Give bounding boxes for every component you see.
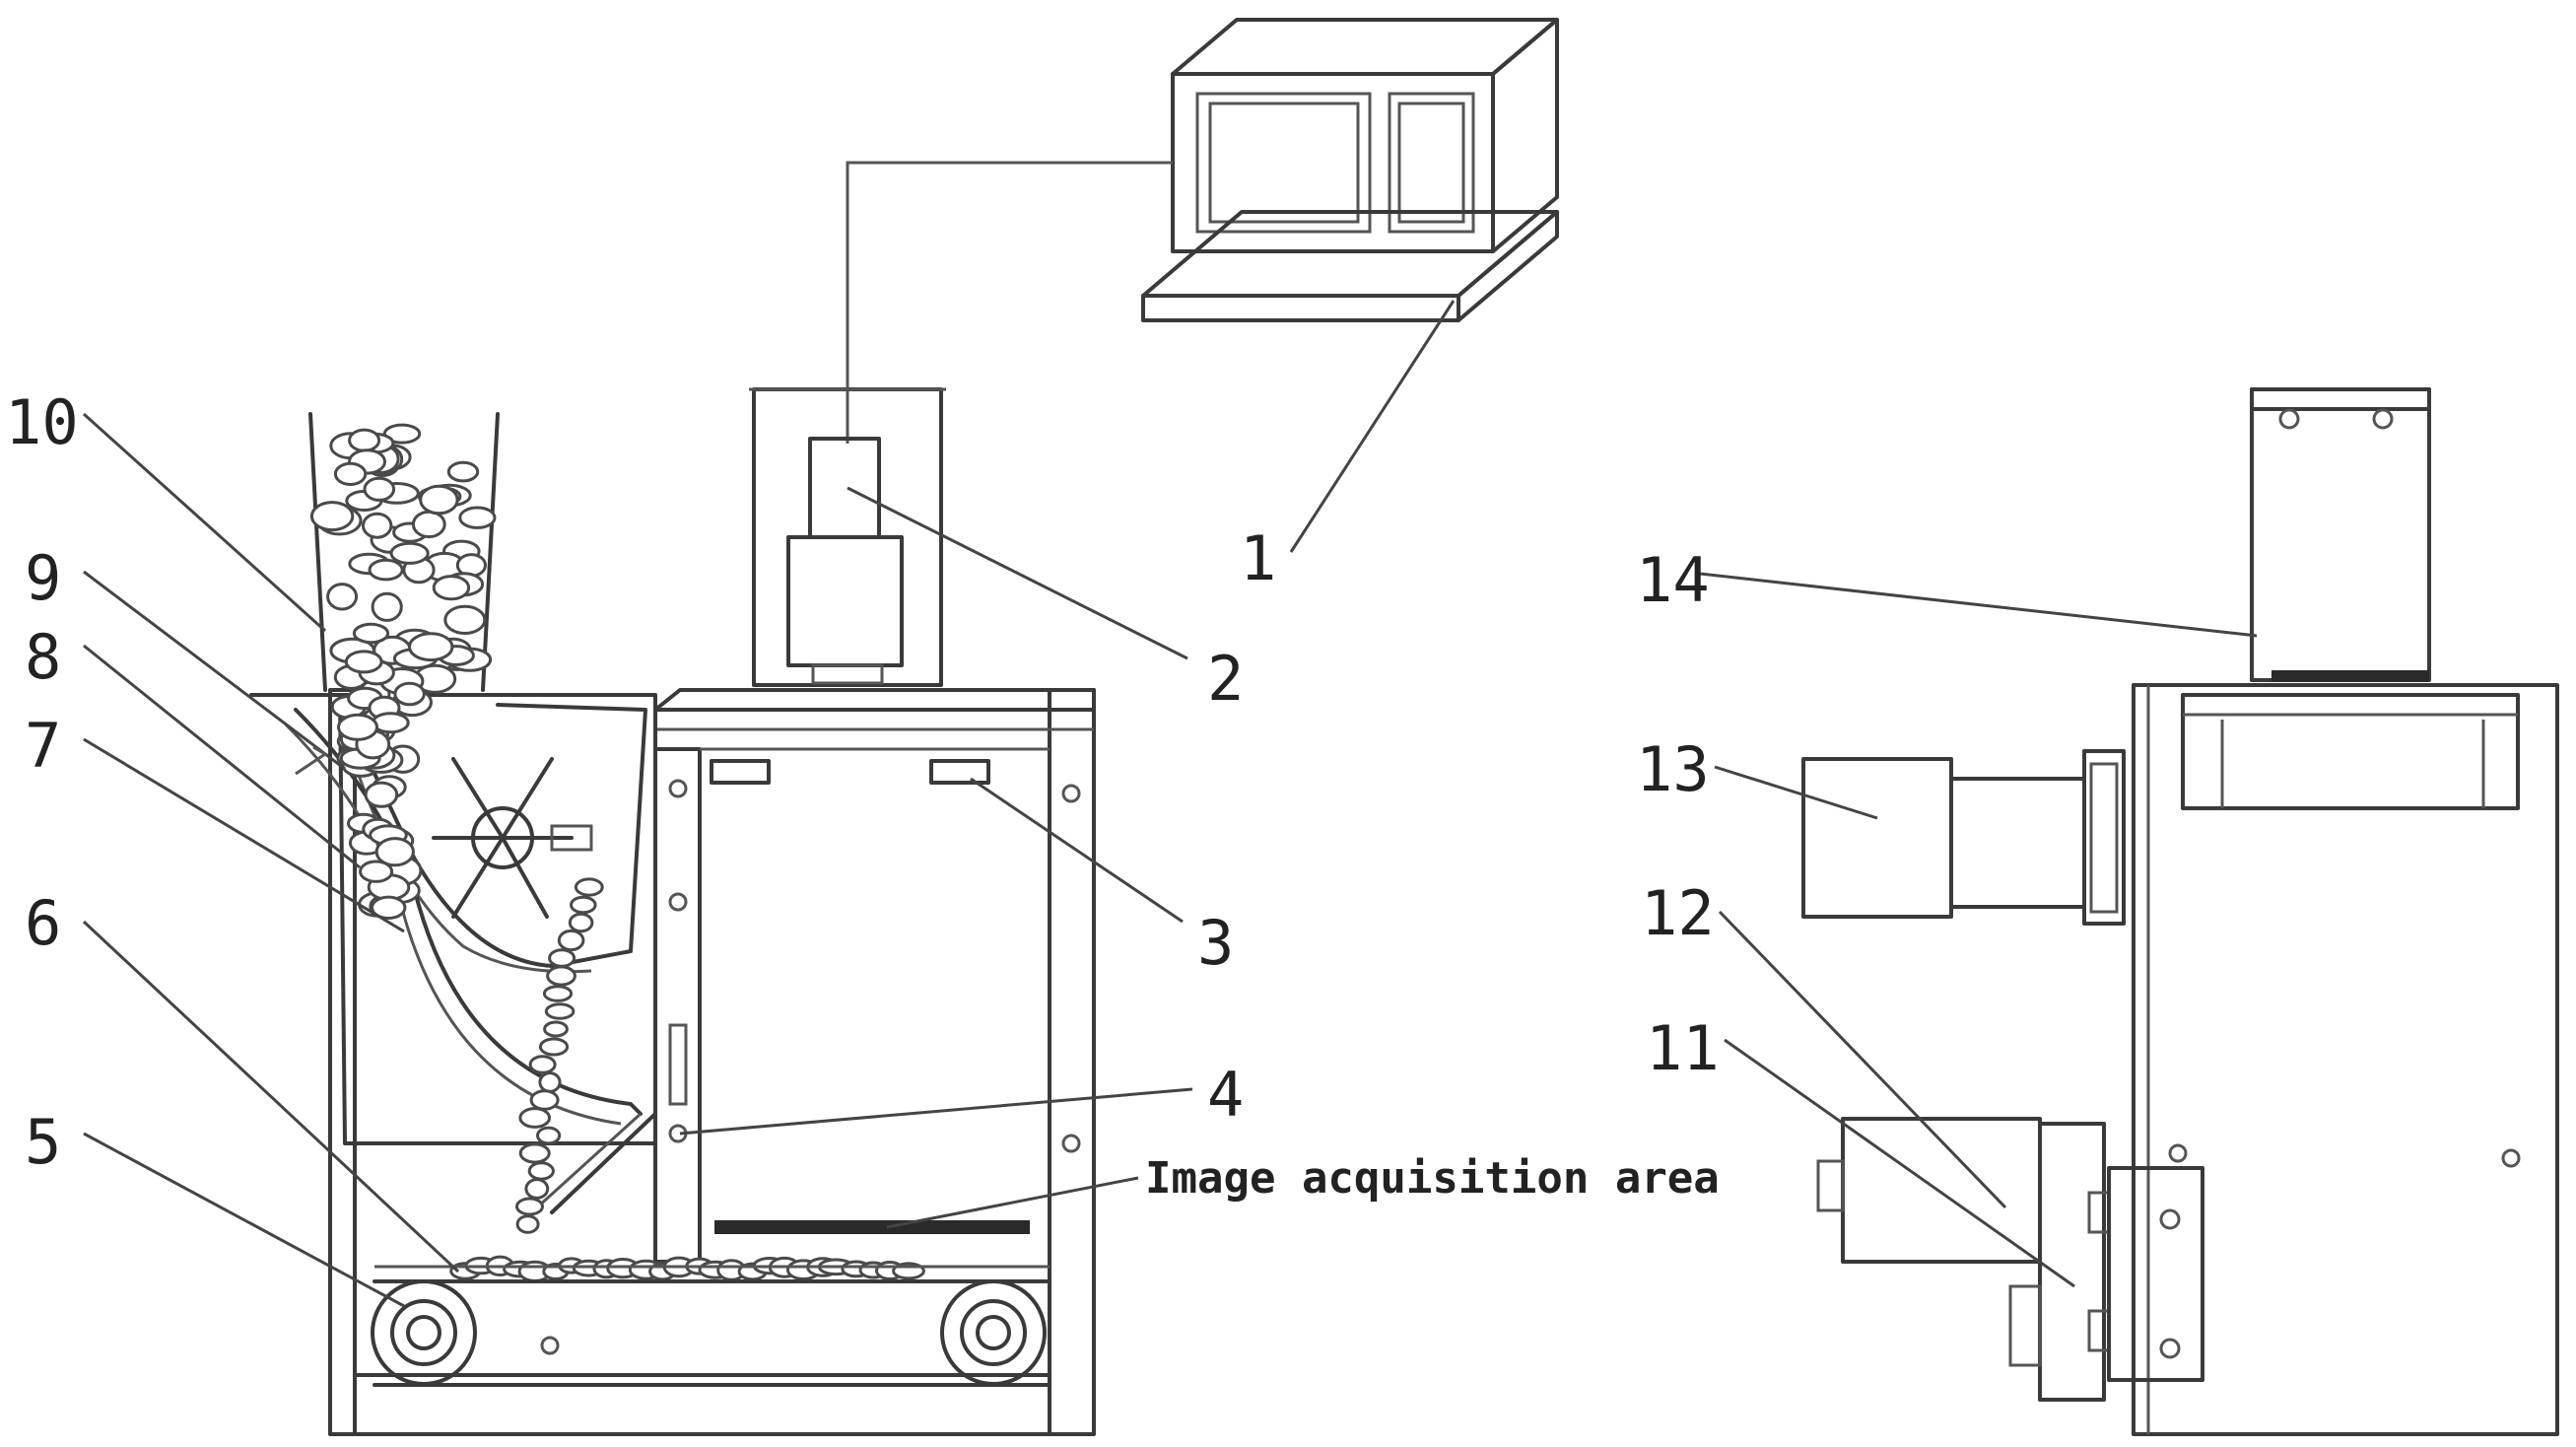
- image-acquisition-bar: [714, 1220, 1030, 1234]
- grain: [363, 476, 396, 502]
- grain: [536, 1126, 562, 1145]
- main-frame: [328, 688, 1096, 1436]
- grain: [408, 632, 454, 662]
- label-2: 2: [1207, 643, 1244, 715]
- grain: [529, 1089, 560, 1111]
- grain: [362, 512, 393, 539]
- image-acquisition-area-label: Image acquisition area: [1145, 1153, 1720, 1204]
- label-7: 7: [25, 710, 61, 782]
- signal-cable: [846, 161, 1173, 444]
- label-3: 3: [1197, 907, 1234, 979]
- label-8: 8: [25, 621, 61, 693]
- grain: [544, 1002, 576, 1020]
- grain: [393, 681, 426, 707]
- grain: [371, 895, 407, 920]
- grain: [543, 1020, 569, 1038]
- grain: [574, 877, 604, 897]
- label-12: 12: [1641, 877, 1715, 949]
- label-13: 13: [1636, 733, 1710, 805]
- arrow-icon: [295, 745, 328, 776]
- grain: [568, 912, 594, 933]
- grain: [518, 1107, 552, 1129]
- grain: [443, 604, 487, 636]
- grain: [515, 1214, 540, 1234]
- grain: [419, 484, 459, 516]
- grain: [546, 965, 576, 987]
- grain: [359, 860, 394, 883]
- camera-body: [808, 437, 881, 539]
- conveyor-belt: [371, 1265, 1051, 1387]
- grain: [518, 1142, 551, 1164]
- side-view-frame: [1801, 387, 2559, 1436]
- computer-monitor: [1141, 18, 1559, 322]
- label-14: 14: [1636, 544, 1710, 616]
- grain: [337, 713, 378, 741]
- label-1: 1: [1240, 522, 1276, 594]
- grain: [446, 460, 480, 483]
- label-6: 6: [25, 887, 61, 959]
- grain: [458, 506, 497, 529]
- leader-lines: [82, 300, 2258, 1308]
- grain: [309, 501, 355, 532]
- grain: [527, 1161, 555, 1181]
- label-10: 10: [5, 386, 79, 458]
- grain: [348, 428, 381, 452]
- grain: [515, 1197, 544, 1216]
- feeder-wheel: [432, 757, 593, 919]
- grain: [389, 541, 430, 565]
- grain: [371, 591, 403, 622]
- grain: [538, 1071, 562, 1093]
- grain-pile: [309, 423, 925, 1283]
- grain: [333, 461, 368, 486]
- grain: [411, 510, 446, 539]
- grain: [570, 895, 597, 915]
- grain: [326, 583, 359, 611]
- label-11: 11: [1646, 1012, 1720, 1084]
- grain: [548, 948, 576, 968]
- grain: [524, 1178, 550, 1200]
- grain: [542, 985, 574, 1002]
- grain: [352, 622, 390, 645]
- grain: [557, 929, 585, 952]
- hopper: [249, 412, 657, 1214]
- label-9: 9: [25, 542, 61, 614]
- grain: [538, 1037, 570, 1057]
- grain: [368, 558, 404, 582]
- light-source: [710, 759, 990, 785]
- grain: [432, 575, 471, 601]
- grain: [528, 1055, 557, 1074]
- grain: [382, 423, 422, 445]
- label-4: 4: [1207, 1059, 1244, 1131]
- camera-lens: [786, 535, 904, 667]
- grain: [344, 650, 383, 674]
- label-5: 5: [25, 1106, 61, 1178]
- camera-housing: [749, 387, 946, 687]
- grain: [364, 781, 399, 808]
- grain: [374, 837, 415, 867]
